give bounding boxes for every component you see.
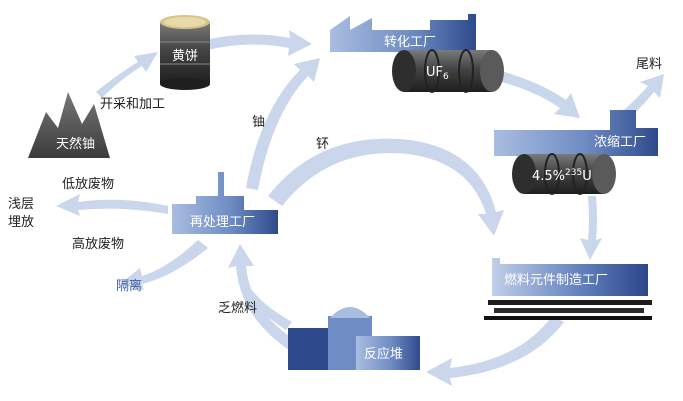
shallow-burial-line2: 埋放 <box>8 215 34 230</box>
reprocessing-label: 再处理工厂 <box>190 215 255 230</box>
arrow-yellowcake-to-conversion <box>205 30 312 56</box>
fuel-fab-label: 燃料元件制造工厂 <box>504 272 608 288</box>
uf6-label: UF6 <box>426 65 449 82</box>
spent-fuel-flow-label: 乏燃料 <box>218 300 257 316</box>
conversion-label: 转化工厂 <box>384 35 436 50</box>
reactor-icon <box>288 307 420 370</box>
low-level-waste-label: 低放废物 <box>62 176 114 192</box>
enriched-cylinder-icon <box>512 153 616 195</box>
arrow-fuelfab-to-reactor <box>426 316 564 386</box>
arrow-conversion-to-enrichment <box>494 70 580 118</box>
arrow-spent-fuel <box>246 290 292 330</box>
uranium-flow-label: 铀 <box>252 115 265 130</box>
flow-arrows <box>56 30 664 386</box>
enrichment-plant-icon <box>494 110 658 156</box>
reactor-label: 反应堆 <box>364 346 403 362</box>
enrichment-label: 浓缩工厂 <box>594 134 646 150</box>
plutonium-flow-label: 钚 <box>316 137 329 152</box>
yellowcake-label: 黄饼 <box>172 49 198 64</box>
high-level-waste-label: 高放废物 <box>72 236 124 252</box>
arrow-plutonium-to-fuelfab <box>268 138 504 236</box>
isolation-label: 隔离 <box>116 278 142 294</box>
barrel-icon <box>160 15 210 90</box>
fuel-fab-plant-icon <box>484 258 652 320</box>
mining-label: 开采和加工 <box>100 97 165 112</box>
natural-uranium-label: 天然铀 <box>56 136 95 152</box>
arrow-enrichment-to-fuelfab <box>580 196 602 260</box>
arrow-reactor-to-reprocessing <box>228 244 298 352</box>
mountain-icon <box>28 92 110 158</box>
conversion-plant-icon <box>330 14 476 52</box>
tailings-label: 尾料 <box>636 57 662 72</box>
arrow-reprocessing-to-conversion <box>246 58 320 190</box>
arrow-reprocessing-to-isolation <box>120 240 208 290</box>
shallow-burial-line1: 浅层 <box>8 197 34 212</box>
reprocessing-plant-icon <box>172 172 278 234</box>
arrow-reprocessing-to-shallow <box>56 194 168 216</box>
arrow-mining-to-yellowcake <box>96 52 158 98</box>
enriched-uranium-label: 4.5%235U <box>532 168 592 184</box>
uf6-cylinder-icon <box>392 49 504 93</box>
